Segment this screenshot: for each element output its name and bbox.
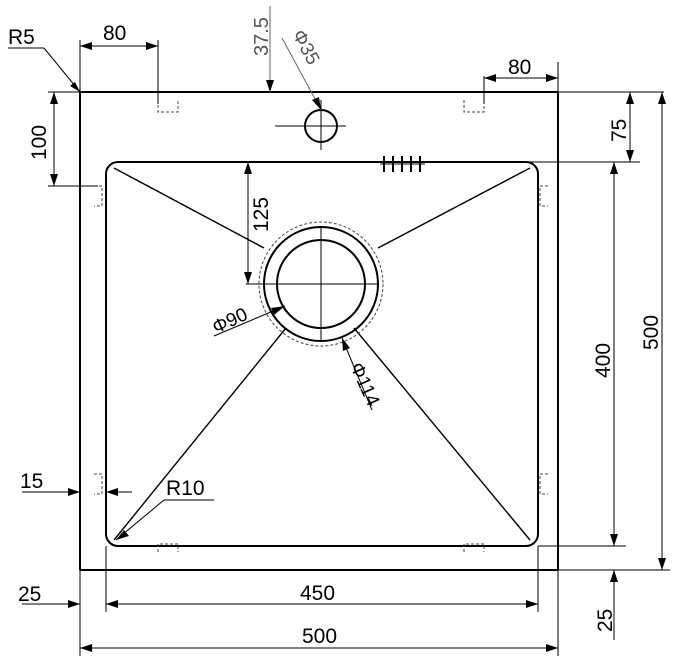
dim-125-label: 125: [250, 197, 273, 232]
dim-450: 450: [105, 546, 539, 612]
dim-drain-outer-diameter-label: Φ114: [345, 359, 383, 409]
dim-drain-outer-diameter: Φ114: [341, 337, 383, 411]
dim-400-right: 400: [538, 162, 626, 547]
overflow-slots: [380, 156, 425, 172]
dim-tap-diameter-label: Φ35: [288, 26, 324, 68]
dim-100-left-label: 100: [28, 125, 51, 160]
dim-drain-inner-diameter: Φ90: [209, 304, 286, 339]
dim-500-right-label: 500: [640, 315, 663, 350]
tap-hole: [275, 100, 346, 150]
dim-15: 15: [20, 470, 132, 496]
dim-125: 125: [244, 161, 630, 285]
dim-500-bottom-label: 500: [302, 625, 337, 648]
dim-500-right: 500: [558, 92, 670, 571]
dim-r5: R5: [8, 26, 81, 93]
dim-r10: R10: [115, 477, 214, 541]
dim-75-right: 75: [538, 91, 664, 163]
dim-80-top-left: 80: [79, 22, 159, 104]
dim-drain-inner-diameter-label: Φ90: [209, 304, 251, 338]
dim-37-5: 37.5: [251, 6, 274, 92]
dim-80-top-left-label: 80: [103, 22, 126, 45]
dim-100-left: 100: [28, 91, 98, 187]
dim-25-left: 25: [18, 583, 80, 608]
dim-500-bottom: 500: [79, 570, 559, 656]
bowl-slope-lines: [113, 167, 531, 541]
dim-400-right-label: 400: [592, 343, 615, 378]
dim-25-right-label: 25: [594, 609, 617, 632]
outer-outline: [79, 91, 559, 571]
dim-80-top-right-label: 80: [508, 56, 531, 79]
dim-15-label: 15: [20, 470, 43, 493]
dim-37-5-label: 37.5: [251, 17, 273, 56]
dim-75-right-label: 75: [608, 119, 631, 142]
dim-tap-diameter: Φ35: [281, 26, 324, 111]
dim-450-label: 450: [300, 582, 335, 605]
mounting-clips: [94, 100, 548, 552]
dim-25-right: 25: [538, 569, 626, 640]
dim-r5-label: R5: [8, 26, 35, 49]
dim-80-top-right: 80: [483, 56, 559, 104]
dim-r10-label: R10: [166, 477, 205, 500]
drain: [258, 221, 384, 347]
dim-25-left-label: 25: [18, 583, 41, 606]
